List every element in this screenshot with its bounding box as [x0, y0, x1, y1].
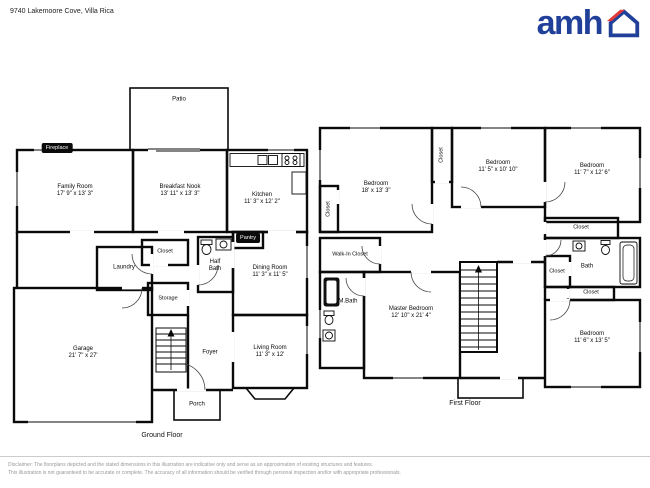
room-label-half-bath: Half Bath [203, 259, 227, 273]
room-name: Storage [158, 295, 178, 302]
room-label-foyer: Foyer [202, 350, 217, 357]
room-name: Family Room [57, 184, 93, 190]
room-name: Closet [438, 147, 445, 163]
room-name: Bedroom [363, 181, 389, 187]
room-name: Kitchen [251, 192, 273, 198]
windows [15, 148, 309, 424]
room-dims: 17' 9" x 13' 3" [56, 191, 94, 197]
room-name: Bath [580, 263, 594, 270]
room-name: Laundry [113, 264, 135, 271]
room-name: Master Bedroom [388, 306, 434, 312]
footer-divider [0, 456, 650, 457]
amh-logo: amh [537, 6, 642, 40]
room-dims: 11' 6" x 13' 5" [574, 338, 610, 344]
stairs-icon [155, 327, 187, 373]
room-name: Bedroom [485, 160, 511, 166]
half-bath-fixtures-icon [200, 238, 232, 255]
room-name: Bedroom [579, 331, 605, 337]
room-dims: 11' 7" x 12' 6" [574, 170, 610, 176]
fireplace-label: Fireplace [41, 143, 73, 153]
room-name: Half Bath [208, 259, 222, 272]
room-label-closet-left: Closet [326, 201, 333, 217]
room-label-closet-hall: Closet [573, 225, 589, 232]
room-dims: 21' 7" x 27' [68, 353, 98, 359]
room-name: Closet [573, 224, 589, 231]
room-name: Dining Room [252, 265, 288, 271]
room-label-closet: Closet [157, 249, 173, 256]
room-name: Patio [172, 96, 186, 103]
room-dims: 13' 11" x 13' 3" [160, 191, 200, 197]
room-name: Closet [583, 289, 599, 296]
room-label-bath: Bath [581, 264, 593, 271]
room-dims: 11' 3" x 12' 2" [244, 199, 280, 205]
ground-floor-walls [12, 87, 309, 424]
room-name: Closet [325, 201, 332, 217]
mbath-fixtures-icon [322, 277, 340, 342]
room-dims: 12' 10" x 21' 4" [391, 313, 431, 319]
address-text: 9740 Lakemoore Cove, Villa Rica [10, 8, 114, 15]
room-name: Garage [72, 346, 94, 352]
room-dims: 11' 3" x 12' [255, 352, 285, 358]
room-name: Foyer [202, 349, 218, 356]
room-name: Closet [549, 268, 565, 275]
house-icon [606, 9, 640, 38]
doors [336, 180, 572, 380]
room-name: Living Room [253, 345, 287, 351]
room-name: Bedroom [579, 163, 605, 169]
room-label-walk-in-closet: Walk-In Closet [332, 252, 368, 259]
room-label-patio: Patio [172, 97, 186, 104]
room-dims: 11' 5" x 10' 10" [478, 167, 518, 173]
room-label-closet-bedroom4: Closet [583, 290, 599, 297]
first-floor-walls [318, 126, 642, 399]
room-name: M.Bath [338, 298, 358, 305]
room-dims: 11' 3" x 11' 5" [252, 272, 288, 278]
disclaimer-line-2: This illustration is not guaranteed to b… [8, 470, 401, 476]
room-name: Breakfast Nook [159, 184, 201, 190]
room-name: Porch [189, 401, 205, 408]
kitchen-fixtures-icon [229, 153, 307, 195]
ground-floor-title: Ground Floor [141, 432, 183, 439]
room-dims: 18' x 13' 3" [361, 188, 391, 194]
stairs-icon [459, 261, 498, 353]
amh-logo-text: amh [536, 4, 604, 42]
room-label-laundry: Laundry [113, 265, 135, 272]
room-label-storage: Storage [158, 296, 177, 303]
bath-fixtures-icon [572, 240, 638, 285]
room-name: Closet [157, 248, 173, 255]
first-floor-title: First Floor [449, 400, 481, 407]
room-label-porch: Porch [189, 402, 205, 409]
room-label-m-bath: M.Bath [338, 299, 357, 306]
room-label-closet-top: Closet [439, 147, 446, 163]
room-label-closet-bath: Closet [549, 269, 565, 276]
windows [318, 126, 642, 389]
disclaimer-line-1: Disclaimer: The floorplans depicted and … [8, 462, 374, 468]
pantry-label: Pantry [236, 233, 260, 243]
room-name: Walk-In Closet [332, 251, 368, 258]
